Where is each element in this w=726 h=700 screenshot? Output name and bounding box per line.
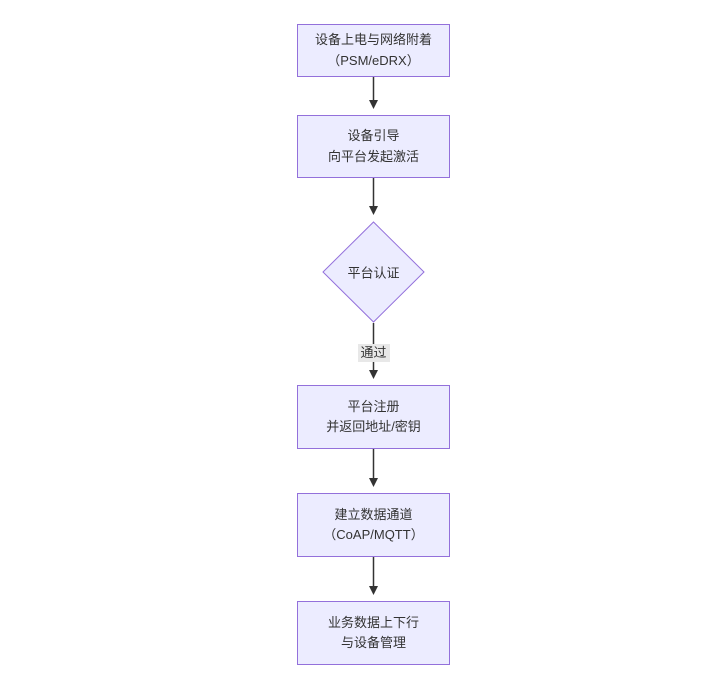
node-text-line: 设备上电与网络附着 [314, 32, 432, 48]
node-text-line: （PSM/eDRX） [327, 52, 420, 68]
node-text-line: 与设备管理 [340, 635, 406, 650]
node-data-channel: 建立数据通道 （CoAP/MQTT） [297, 493, 450, 557]
node-platform-auth-label: 平台认证 [347, 265, 400, 281]
node-power-network-attach: 设备上电与网络附着 （PSM/eDRX） [297, 24, 450, 77]
node-business-data-management: 业务数据上下行 与设备管理 [297, 601, 450, 665]
node-platform-register: 平台注册 并返回地址/密钥 [297, 385, 450, 449]
node-text-line: 平台注册 [347, 398, 400, 414]
node-text-line: 建立数据通道 [334, 506, 413, 522]
node-bootstrap-activate: 设备引导 向平台发起激活 [297, 115, 450, 178]
node-text-line: （CoAP/MQTT） [323, 527, 424, 542]
decision-diamond-shape [322, 221, 425, 323]
node-text-line: 并返回地址/密钥 [326, 419, 421, 434]
edge-label-pass: 通过 [357, 344, 390, 362]
node-text-line: 向平台发起激活 [327, 148, 419, 164]
node-text-line: 设备引导 [347, 128, 400, 144]
node-text-line: 业务数据上下行 [327, 614, 419, 630]
